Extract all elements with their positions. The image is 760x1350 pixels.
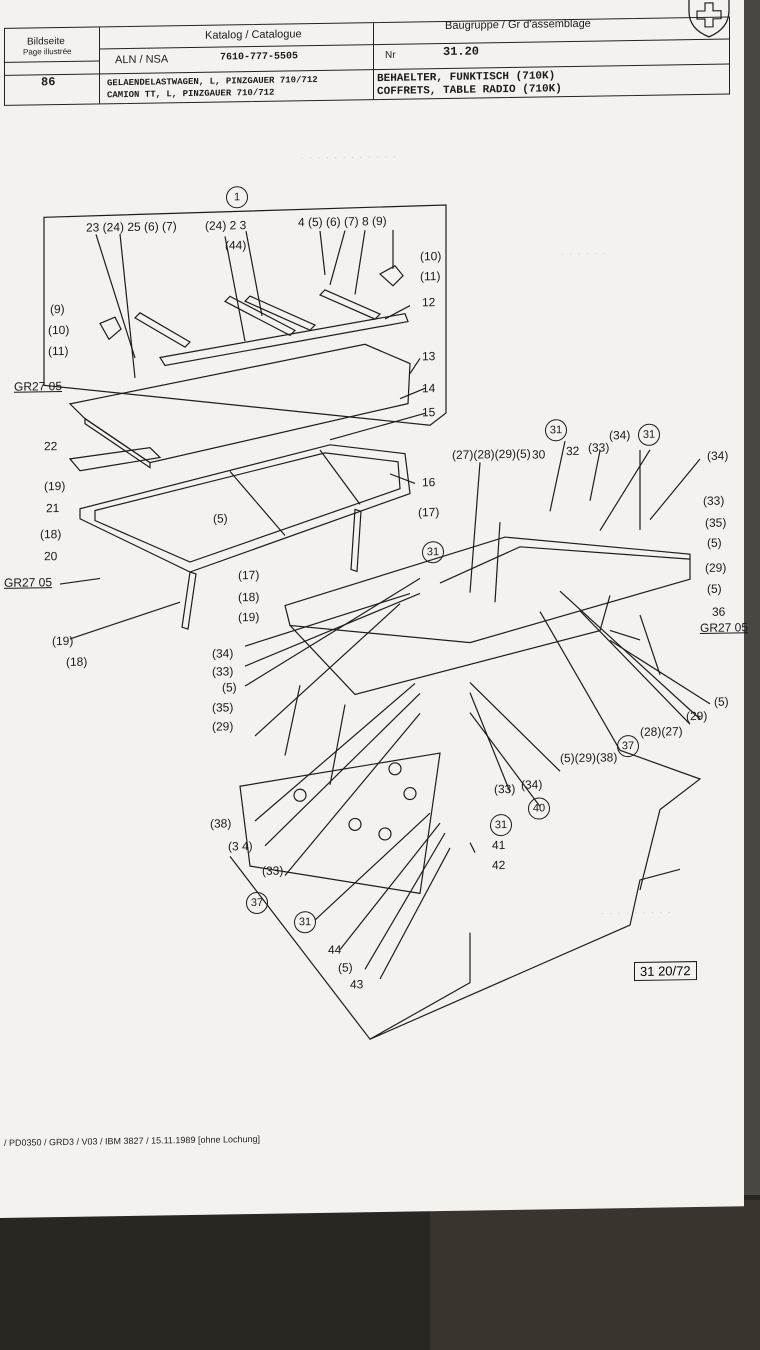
callout-row-27-5: (27)(28)(29)(5) (452, 446, 531, 462)
callout-row-top-left: 23 (24) 25 (6) (7) (86, 219, 177, 235)
callout-5-far-right: (5) (714, 694, 729, 709)
catalogue-page: · · · · · · · · · · · · · · · · · · · · … (0, 0, 748, 1219)
callout-44: (44) (225, 238, 247, 253)
frame-16 (79, 444, 411, 573)
callout-gr2705-top: GR27 05 (14, 379, 63, 394)
callout-32: 32 (566, 443, 580, 459)
callout-34-centre: (34) (521, 777, 543, 792)
callout-34: (34) (609, 428, 631, 443)
callout-33-centre: (33) (494, 781, 516, 797)
callout-33-left: (33) (212, 664, 234, 679)
callout-33-right: (33) (703, 493, 725, 508)
callout-29-left: (29) (212, 719, 234, 734)
callout-row-5-29-38: (5)(29)(38) (560, 750, 618, 766)
callout-35-left: (35) (212, 700, 234, 715)
callout-5: (5) (213, 511, 228, 526)
callout-10b: (10) (48, 322, 70, 338)
callout-10: (10) (420, 249, 442, 264)
callout-16: 16 (422, 475, 436, 490)
callout-11: (11) (420, 269, 441, 284)
callout-34-left: (34) (212, 646, 234, 661)
wall-bracket-37 (239, 752, 441, 895)
callout-28-27: (28)(27) (640, 724, 683, 739)
swiss-crest-logo (688, 0, 730, 38)
callout-38: (38) (210, 816, 232, 831)
callout-33-low: (33) (262, 863, 284, 878)
callout-33: (33) (588, 440, 610, 455)
callout-36: 36 (712, 604, 726, 619)
table-36 (284, 536, 691, 644)
callout-13: 13 (422, 349, 436, 364)
callout-30: 30 (532, 447, 546, 462)
figure-number-box: 31 20/72 (634, 961, 697, 982)
callout-5-low: (5) (338, 960, 353, 975)
callout-12: 12 (422, 295, 436, 310)
callout-15: 15 (422, 405, 436, 420)
callout-19b: (19) (238, 609, 260, 625)
callout-9: (9) (50, 301, 65, 317)
callout-17b: (17) (238, 567, 260, 583)
callout-34-low: (3 4) (228, 839, 253, 854)
callout-44-low: 44 (328, 942, 342, 957)
callout-11b: (11) (48, 343, 69, 359)
callout-19c: (19) (52, 633, 74, 649)
callout-row-top-right: 4 (5) (6) (7) 8 (9) (298, 213, 387, 230)
callout-5-right-b: (5) (707, 581, 722, 596)
callout-43: 43 (350, 977, 364, 992)
callout-29-far-right: (29) (686, 708, 708, 724)
callout-21: 21 (46, 501, 60, 516)
callout-14: 14 (422, 381, 436, 396)
plate-13 (68, 343, 411, 464)
callout-34-right: (34) (707, 448, 729, 463)
callout-20: 20 (44, 549, 58, 564)
diagram-canvas (43, 0, 730, 1040)
exploded-parts-drawing (43, 204, 711, 1040)
callout-18b: (18) (238, 589, 260, 605)
callout-18: (18) (40, 527, 62, 542)
callout-22: 22 (44, 439, 58, 454)
callout-5-left: (5) (222, 680, 237, 695)
board-12 (159, 312, 409, 367)
callout-5-right: (5) (707, 535, 722, 550)
callout-41: 41 (492, 838, 506, 853)
callout-gr2705-right: GR27 05 (700, 620, 749, 636)
callout-17: (17) (418, 505, 440, 520)
callout-42: 42 (492, 858, 506, 873)
callout-35-right: (35) (705, 515, 727, 530)
callout-gr2705-mid: GR27 05 (4, 575, 53, 590)
kit-box-outline (43, 204, 447, 426)
callout-row-top-mid: (24) 2 3 (205, 218, 247, 233)
callout-19: (19) (44, 478, 66, 494)
desk-shadow (430, 1200, 760, 1350)
callout-18c: (18) (66, 654, 88, 669)
callout-29-right: (29) (705, 560, 727, 575)
